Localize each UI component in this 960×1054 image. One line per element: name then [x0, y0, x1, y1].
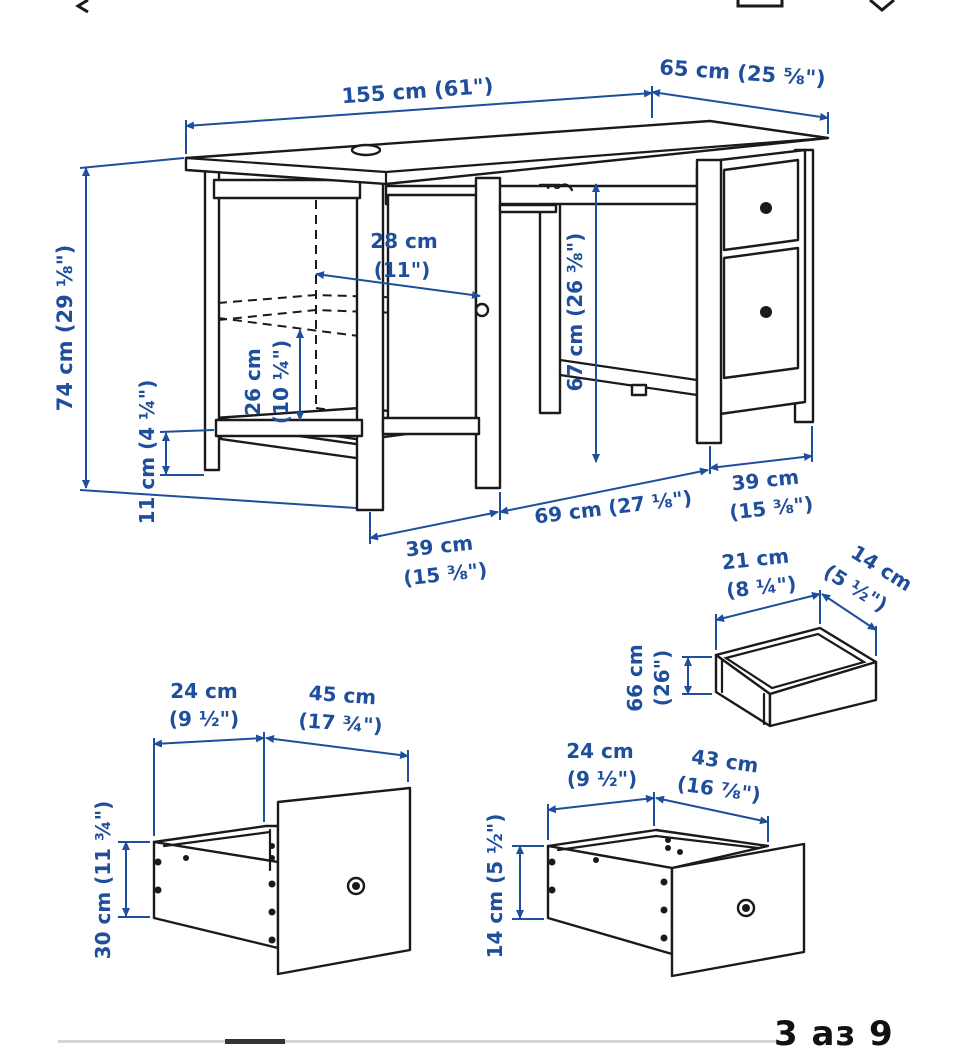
large-drawer-height-label: 30 cm (11 ¾") [91, 801, 115, 960]
desk-drawing [184, 119, 830, 512]
shelf-depth-label-cm: 28 cm [370, 229, 438, 253]
carousel-scrollbar[interactable] [58, 1040, 778, 1043]
large-drawer-width-label-cm: 24 cm [170, 679, 238, 703]
left-section-label-in: (15 ⅜") [402, 558, 488, 591]
small-drawer-height-label: 14 cm (5 ½") [483, 814, 507, 959]
tag-icon[interactable] [869, 0, 895, 12]
middle-section-label: 69 cm (27 ⅛") [533, 485, 693, 528]
right-section-label-in: (15 ⅜") [728, 492, 814, 525]
small-drawer-depth-label-cm: 43 cm [690, 744, 760, 777]
shelf-depth-label-in: (11") [374, 258, 431, 282]
middle-section-dimension: 69 cm (27 ⅛") [499, 467, 709, 529]
small-tray-height-label-in: (26") [650, 650, 674, 707]
small-tray-width-label-cm: 21 cm [720, 544, 790, 575]
large-drawer-height-dimension: 30 cm (11 ¾") [91, 801, 150, 960]
square-icon[interactable] [736, 0, 784, 8]
large-drawer-depth-dimension: 45 cm (17 ¾") [265, 681, 409, 782]
small-tray-drawing [714, 626, 878, 728]
small-drawer-depth-dimension: 43 cm (16 ⅞") [655, 744, 769, 842]
small-tray-width-label-in: (8 ¼") [725, 571, 797, 602]
small-drawer-depth-label-in: (16 ⅞") [676, 771, 763, 806]
large-drawer-depth-label-in: (17 ¾") [298, 708, 384, 738]
carousel-scroll-thumb[interactable] [225, 1039, 285, 1044]
small-tray-height-dimension: 66 cm (26") [623, 644, 712, 712]
small-drawer-width-label-cm: 24 cm [566, 739, 634, 763]
right-section-dimension: 39 cm (15 ⅜") [709, 426, 814, 525]
shelf-height-dimension: 26 cm (10 ¼") [241, 329, 304, 424]
small-drawer-width-dimension: 24 cm (9 ½") [547, 739, 655, 840]
desk-width-label: 155 cm (61") [341, 74, 494, 109]
shelf-depth-dimension: 28 cm (11") [315, 229, 481, 299]
right-section-label-cm: 39 cm [730, 465, 800, 496]
large-drawer-drawing [152, 786, 412, 976]
left-section-dimension: 39 cm (15 ⅜") [369, 509, 499, 591]
bottom-clearance-dimension: 11 cm (4 ¼") [135, 380, 215, 525]
shelf-height-label-cm: 26 cm [241, 348, 265, 416]
large-drawer-depth-label-cm: 45 cm [308, 681, 377, 710]
large-drawer-width-label-in: (9 ½") [169, 707, 239, 731]
shelf-height-label-in: (10 ¼") [269, 340, 293, 424]
large-drawer-width-dimension: 24 cm (9 ½") [153, 679, 265, 836]
knee-height-dimension: 67 cm (26 ⅜") [563, 183, 600, 463]
small-drawer-height-dimension: 14 cm (5 ½") [483, 814, 544, 959]
left-section-label-cm: 39 cm [404, 531, 474, 562]
desk-height-dimension: 74 cm (29 ⅛") [53, 157, 357, 509]
image-pager: 3 аз 9 [774, 1014, 894, 1054]
small-drawer-width-label-in: (9 ½") [567, 767, 637, 791]
small-tray-height-label-cm: 66 cm [623, 644, 647, 712]
back-icon[interactable] [75, 0, 89, 14]
desk-depth-label: 65 cm (25 ⅝") [659, 55, 827, 91]
small-drawer-drawing [546, 828, 806, 978]
bottom-clearance-label: 11 cm (4 ¼") [135, 380, 159, 525]
knee-height-label: 67 cm (26 ⅜") [563, 233, 587, 392]
desk-height-label: 74 cm (29 ⅛") [53, 245, 77, 412]
